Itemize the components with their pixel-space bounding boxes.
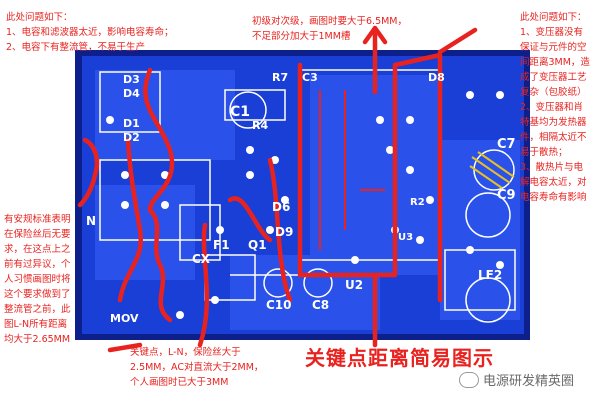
pcb-label-d1: D1: [123, 117, 140, 130]
pcb-label-c10: C10: [266, 298, 292, 312]
pcb-label-r7: R7: [272, 71, 289, 84]
pcb-label-c1: C1: [230, 104, 251, 120]
pcb-label-c3: C3: [302, 71, 318, 84]
pcb-label-u3: U3: [398, 232, 414, 243]
pcb-label-d2: D2: [123, 131, 140, 144]
pcb-label-c9: C9: [497, 188, 516, 203]
pcb-label-d8: D8: [428, 71, 445, 84]
pcb-label-u2: U2: [345, 278, 364, 292]
pcb-label-c8: C8: [312, 298, 330, 312]
pcb-label-n: N: [86, 214, 97, 228]
pcb-label-mov: MOV: [110, 312, 139, 325]
pcb-label-r4: R4: [252, 119, 269, 132]
wechat-icon: [459, 372, 479, 388]
caption-title: 关键点距离简易图示: [305, 346, 494, 370]
pcb-label-q1: Q1: [248, 238, 267, 252]
annotation-right: 此处问题如下： 1、变压器没有 保证与元件的空 间距离3MM，造 成了变压器工艺…: [520, 12, 590, 203]
pcb-label-f1: F1: [213, 238, 230, 252]
watermark-text: 电源研发精英圈: [483, 374, 575, 389]
pcb-label-cx: CX: [192, 252, 211, 266]
pcb-label-d3: D3: [123, 73, 140, 86]
annotation-top-left: 此处问题如下： 1、电容和滤波器太近，影响电容寿命； 2、电容下有整流管，不易于…: [6, 12, 174, 53]
annotation-top-center: 初级对次级，画图时要大于6.5MM， 不足部分加大于1MM槽: [252, 16, 408, 42]
pcb-label-r2: R2: [410, 197, 425, 208]
pcb-label-d6: D6: [272, 200, 291, 214]
pcb-label-d4: D4: [123, 87, 140, 100]
pcb-label-c7: C7: [497, 137, 516, 152]
annotation-left: 有安规标准表明 在保险丝后无要 求，在这点上之 前有过异议，个 人习惯画图时将 …: [4, 214, 71, 345]
pcb-label-lf2: LF2: [478, 268, 503, 282]
pcb-label-d9: D9: [275, 225, 294, 239]
annotation-bottom: 关键点，L-N，保险丝大于 2.5MM，AC对直流大于2MM， 个人画图时已大于…: [130, 347, 264, 388]
